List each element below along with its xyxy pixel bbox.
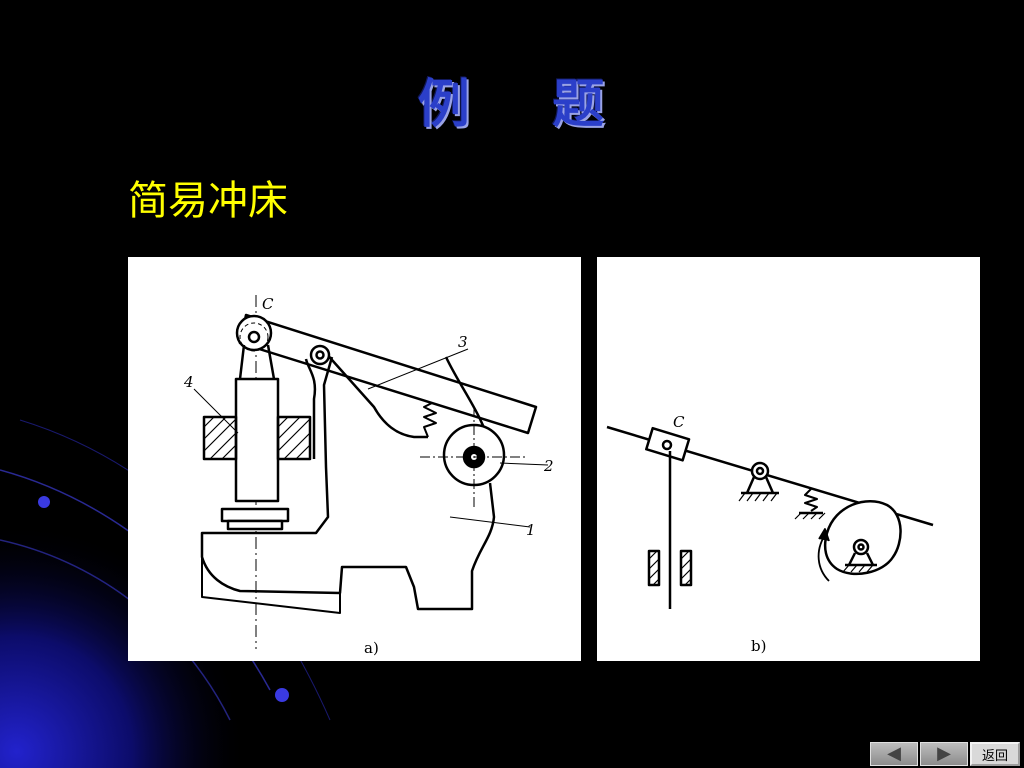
label-3: 3 — [458, 333, 468, 351]
label-4: 4 — [183, 373, 194, 391]
triangle-left-icon: ◀ — [887, 743, 901, 764]
frame-pivot — [309, 344, 331, 366]
pin-c — [247, 330, 261, 344]
rod-guide-right — [679, 549, 693, 587]
rod-guide-left — [647, 549, 661, 587]
pin-c-dashed — [239, 322, 269, 352]
spring-b — [794, 488, 826, 520]
leader-4 — [193, 388, 239, 434]
leader-3 — [367, 348, 469, 390]
decor-dot — [275, 688, 289, 702]
link-rod — [238, 344, 276, 380]
return-button[interactable]: 返回 — [970, 742, 1020, 766]
caption-a: a) — [364, 639, 379, 657]
label-2: 2 — [543, 457, 554, 475]
leader-1 — [449, 516, 531, 528]
punch-press-drawing: C 3 2 1 4 a) — [183, 295, 554, 657]
diagram-panel-a: C 3 2 1 4 a) — [128, 257, 581, 661]
upper-die — [220, 507, 290, 523]
label-c-b: C — [673, 413, 685, 431]
diagram-panel-b: C b) — [597, 257, 980, 661]
caption-b: b) — [751, 637, 766, 655]
frame-base — [201, 533, 341, 614]
slider-pin — [661, 439, 673, 451]
slide-nav: ◀ ▶ 返回 — [870, 742, 1020, 768]
next-slide-button[interactable]: ▶ — [920, 742, 968, 766]
cam-b — [823, 500, 902, 576]
frame-arm — [313, 349, 428, 439]
frame-pivot-pin — [315, 350, 325, 360]
lever-3 — [238, 313, 538, 435]
label-c: C — [262, 295, 274, 313]
cam-pivot — [842, 538, 877, 573]
triangle-right-icon: ▶ — [937, 743, 951, 764]
ram-4 — [234, 377, 280, 503]
leader-2 — [499, 462, 549, 466]
ram-guide-right — [276, 415, 312, 461]
spring — [423, 402, 437, 438]
slide-title: 例 题 — [417, 74, 607, 135]
decor-dot — [38, 496, 50, 508]
slide-subtitle: 简易冲床 — [128, 178, 288, 224]
fixed-pivot — [738, 461, 779, 502]
label-1: 1 — [526, 521, 536, 539]
ram-guide-left — [202, 415, 238, 461]
prev-slide-button[interactable]: ◀ — [870, 742, 918, 766]
kinematic-sketch: C b) — [606, 413, 934, 655]
lower-die — [226, 519, 284, 531]
